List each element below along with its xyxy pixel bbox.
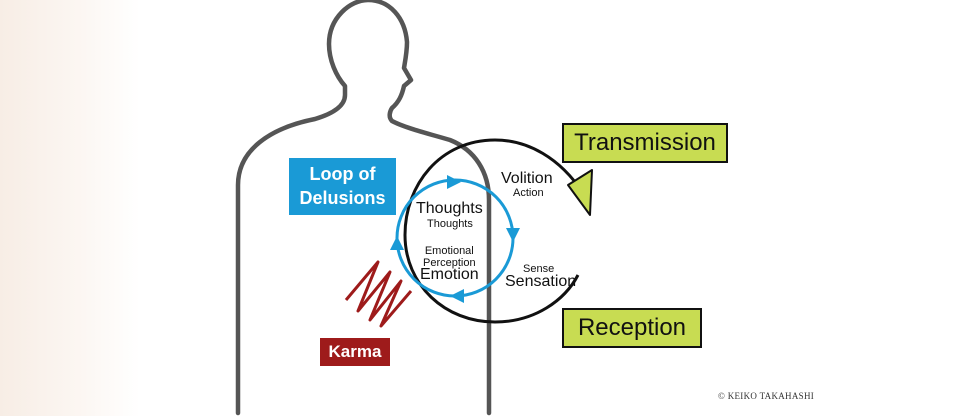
outer-loop-circle xyxy=(403,138,585,324)
loop-arrow-left xyxy=(390,236,404,250)
loop-arrow-top xyxy=(447,175,461,189)
loop-of-delusions-label: Loop of Delusions xyxy=(299,164,386,208)
transmission-arrowhead xyxy=(567,169,593,216)
emotion-label: Emotion xyxy=(420,266,479,283)
thoughts-large-label: Thoughts xyxy=(416,200,483,217)
loop-arrow-bottom xyxy=(450,289,464,303)
volition-label: Volition xyxy=(501,170,553,187)
loop-arrow-right xyxy=(506,228,520,242)
thoughts-small-label: Thoughts xyxy=(427,218,473,230)
transmission-label: Transmission xyxy=(574,129,716,156)
copyright-notice: © KEIKO TAKAHASHI xyxy=(718,391,815,401)
karma-zigzag xyxy=(344,260,413,328)
left-edge-gradient xyxy=(0,0,140,416)
sense-label: Sense xyxy=(523,263,555,275)
karma-label: Karma xyxy=(328,342,382,361)
emotional-perception-label: Emotional Perception xyxy=(423,245,476,269)
transmission-box: Transmission xyxy=(562,123,728,163)
human-silhouette xyxy=(235,0,492,416)
reception-box: Reception xyxy=(562,308,702,348)
loop-of-delusions-box: Loop of Delusions xyxy=(289,158,396,215)
karma-box: Karma xyxy=(320,338,390,366)
sensation-label: Sensation xyxy=(505,273,577,290)
reception-label: Reception xyxy=(577,314,687,341)
action-label: Action xyxy=(513,187,544,199)
